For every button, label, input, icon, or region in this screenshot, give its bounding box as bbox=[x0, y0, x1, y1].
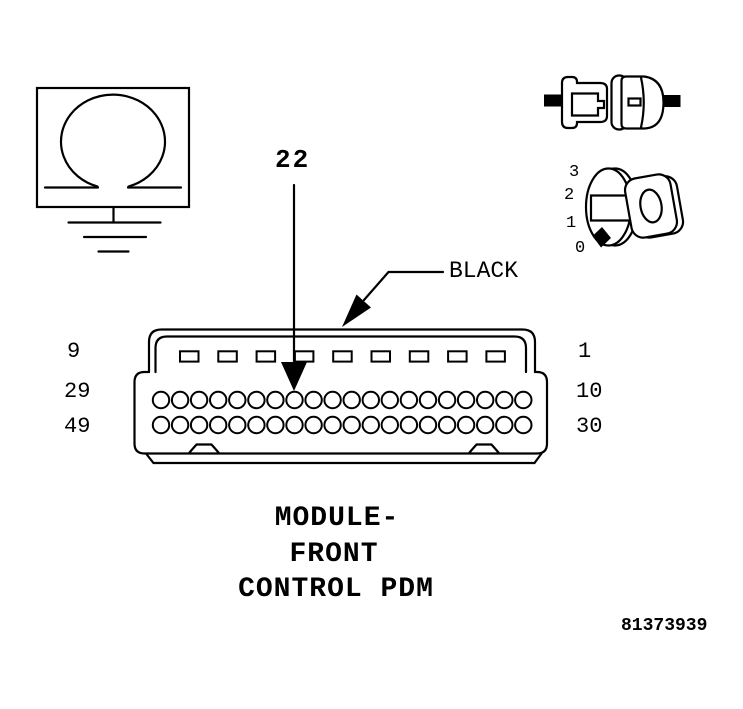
socket-pin bbox=[418, 390, 438, 410]
socket-pin bbox=[228, 415, 247, 435]
inline-connector-icon bbox=[544, 74, 681, 131]
pin-label-right-row2: 10 bbox=[576, 379, 603, 404]
socket-pin bbox=[285, 415, 304, 435]
rotation-arrow-tip bbox=[592, 227, 611, 248]
socket-pin bbox=[266, 415, 285, 435]
socket-pin bbox=[170, 390, 190, 410]
socket-pin bbox=[304, 390, 323, 410]
socket-row-bottom bbox=[151, 415, 533, 435]
wire-stub-right bbox=[663, 95, 681, 107]
connector-name-line1: MODULE- bbox=[274, 503, 400, 534]
socket-pin bbox=[495, 415, 514, 435]
socket-pin bbox=[247, 390, 266, 410]
connector-name-line2: FRONT bbox=[289, 539, 379, 570]
socket-pin bbox=[304, 415, 323, 435]
blade-slot bbox=[332, 350, 353, 363]
blade-slot bbox=[447, 350, 468, 363]
socket-pin bbox=[285, 390, 304, 410]
socket-pin bbox=[189, 390, 209, 410]
socket-row-middle bbox=[151, 390, 533, 410]
connector-drawing bbox=[133, 328, 549, 465]
pin-label-left-row3: 49 bbox=[64, 414, 91, 439]
socket-pin bbox=[476, 390, 495, 410]
socket-pin bbox=[151, 415, 171, 435]
rotary-dial-icon bbox=[584, 167, 685, 248]
dial-number-1: 1 bbox=[566, 214, 577, 233]
socket-pin bbox=[170, 415, 190, 435]
socket-pin bbox=[189, 415, 209, 435]
pin-label-right-row1: 1 bbox=[578, 339, 592, 364]
blade-slot-row bbox=[179, 350, 506, 363]
pin-label-right-row3: 30 bbox=[576, 414, 603, 439]
blade-slot bbox=[217, 350, 238, 363]
blade-slot bbox=[370, 350, 391, 363]
socket-pin bbox=[266, 390, 285, 410]
socket-pin bbox=[380, 390, 399, 410]
pin-label-left-row1: 9 bbox=[67, 339, 81, 364]
socket-pin bbox=[514, 390, 533, 410]
socket-pin bbox=[399, 415, 419, 435]
socket-pin bbox=[323, 390, 342, 410]
dial-number-3: 3 bbox=[569, 163, 580, 182]
blade-slot bbox=[408, 350, 430, 363]
socket-pin bbox=[342, 415, 361, 435]
blade-slot bbox=[255, 350, 277, 363]
socket-pin bbox=[476, 415, 495, 435]
socket-pin bbox=[361, 390, 380, 410]
figure-number: 81373939 bbox=[621, 616, 708, 636]
pin-22-callout-label: 22 bbox=[275, 145, 311, 175]
dial-number-0: 0 bbox=[575, 239, 586, 258]
connector-name-line3: CONTROL PDM bbox=[238, 574, 434, 605]
socket-pin bbox=[495, 390, 514, 410]
socket-pin bbox=[437, 415, 457, 435]
blade-slot bbox=[485, 350, 506, 363]
wire-color-leader bbox=[342, 270, 445, 327]
socket-pin bbox=[209, 390, 228, 410]
socket-pin bbox=[514, 415, 533, 435]
blade-slot bbox=[293, 350, 315, 363]
keyway-shaft bbox=[589, 194, 637, 222]
socket-pin bbox=[456, 390, 476, 410]
socket-pin bbox=[456, 415, 476, 435]
socket-pin bbox=[380, 415, 399, 435]
socket-pin bbox=[228, 390, 247, 410]
pin-label-left-row2: 29 bbox=[64, 379, 91, 404]
ground-symbol-icon bbox=[35, 86, 191, 253]
wire-color-label: BLACK bbox=[449, 258, 519, 284]
socket-pin bbox=[399, 390, 419, 410]
socket-pin bbox=[323, 415, 342, 435]
socket-pin bbox=[418, 415, 438, 435]
socket-pin bbox=[247, 415, 266, 435]
socket-pin bbox=[151, 390, 171, 410]
socket-pin bbox=[342, 390, 361, 410]
socket-pin bbox=[209, 415, 228, 435]
socket-pin bbox=[361, 415, 380, 435]
pin-22-arrow bbox=[281, 183, 307, 391]
blade-slot bbox=[179, 350, 200, 363]
dial-number-2: 2 bbox=[564, 186, 575, 205]
wire-stub-left bbox=[544, 94, 561, 107]
socket-pin bbox=[437, 390, 457, 410]
